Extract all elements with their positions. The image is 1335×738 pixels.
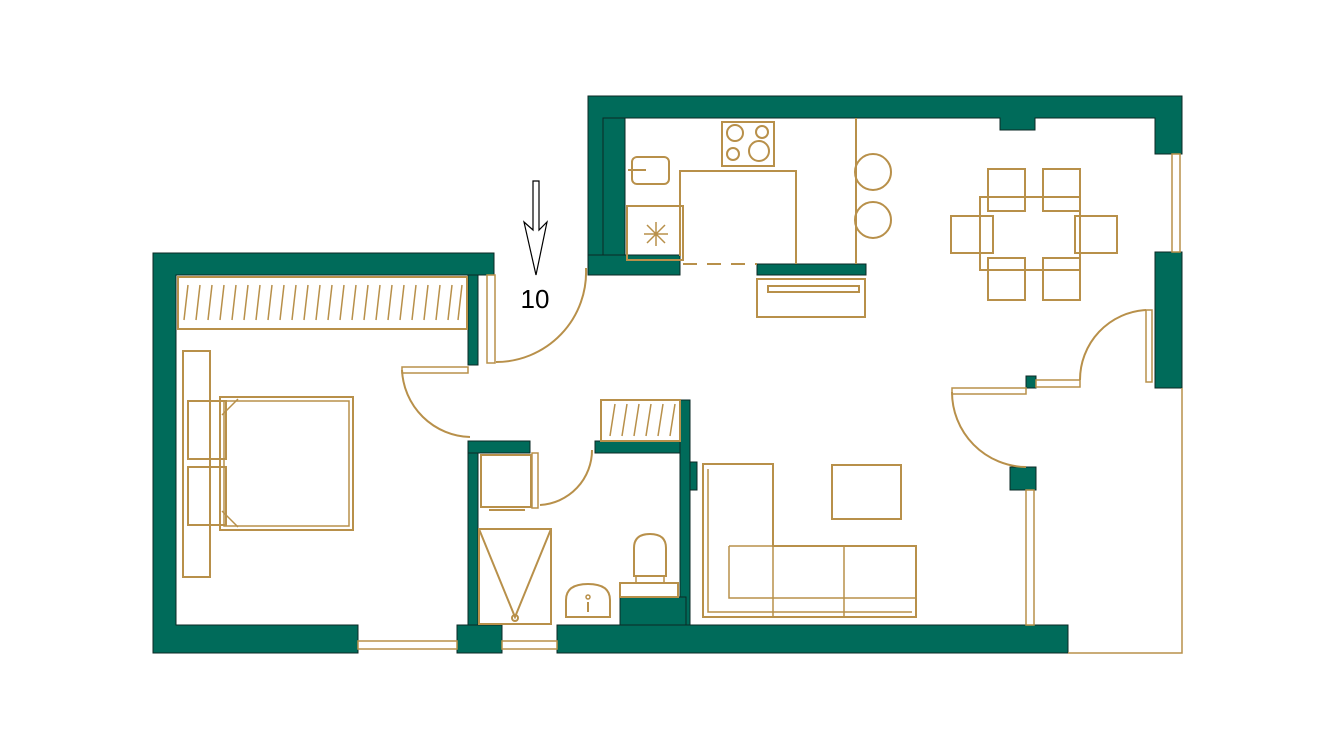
shower [478, 528, 552, 625]
bed [219, 396, 354, 531]
fridge [626, 205, 684, 261]
bedroom [177, 276, 468, 578]
toilet [633, 532, 667, 577]
cooktop [721, 121, 775, 167]
bathroom [478, 399, 681, 625]
doors [401, 267, 1153, 509]
wardrobe [177, 276, 468, 330]
coffee-table [831, 464, 902, 520]
walls [152, 95, 1183, 654]
dining-table [950, 168, 1118, 301]
sofa [702, 463, 917, 618]
windows [357, 153, 1183, 654]
arrow-down-icon [523, 180, 548, 276]
washbasin [565, 582, 611, 618]
entrance-marker: 10 [521, 180, 550, 314]
living-room [702, 463, 917, 618]
kitchen [626, 118, 892, 318]
washing-machine [480, 454, 532, 508]
apartment-number: 10 [521, 284, 550, 314]
